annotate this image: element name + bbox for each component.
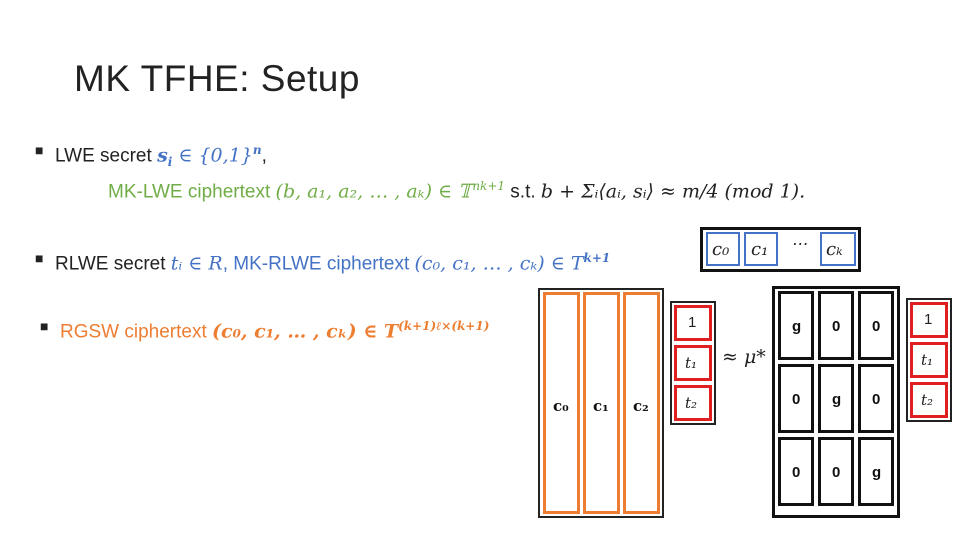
gadget-cell-0-2: 0 (858, 291, 894, 360)
mk-lwe-tuple: (b, a₁, a₂, … , aₖ) ∈ 𝕋 (275, 180, 473, 203)
gadget-cell-label: 0 (792, 464, 801, 481)
approx-mu-star: ≈ μ* (722, 346, 766, 368)
rlwe-c1-label: c₁ (751, 239, 769, 260)
mk-rlwe-label: , MK-RLWE ciphertext (222, 253, 415, 275)
t-right-1-label: 1 (924, 311, 933, 328)
rlwe-secret-math: tᵢ ∈ R (170, 252, 223, 275)
lwe-secret-sup: n (252, 143, 262, 157)
lwe-secret-set: ∈ {0,1} (172, 144, 253, 167)
gadget-cell-1-2: 0 (858, 364, 894, 433)
gadget-cell-label: 0 (832, 464, 841, 481)
rlwe-ck-label: cₖ (826, 239, 843, 260)
lwe-secret-label: LWE secret (55, 145, 158, 167)
rgsw-column-c2: c₂ (623, 292, 660, 514)
bullet-dot: ■ (40, 318, 49, 334)
rgsw-column-c0: c₀ (543, 292, 580, 514)
gadget-matrix-frame (772, 286, 900, 518)
t-left-t2-label: t₂ (685, 394, 698, 412)
t-vector-left-1: 1 (674, 305, 712, 341)
gadget-cell-label: g (832, 391, 842, 408)
gadget-cell-1-0: 0 (778, 364, 814, 433)
gadget-cell-label: 0 (872, 318, 881, 335)
rgsw-c2-label: c₂ (633, 397, 649, 415)
mk-lwe-label: MK-LWE ciphertext (108, 181, 276, 203)
gadget-cell-2-0: 0 (778, 437, 814, 506)
gadget-cell-label: 0 (792, 391, 801, 408)
bullet-dot: ■ (35, 250, 44, 266)
lwe-secret-sub: i (167, 155, 173, 170)
slide-title: MK TFHE: Setup (74, 58, 360, 99)
t-left-1-label: 1 (688, 314, 697, 331)
gadget-cell-label: 0 (832, 318, 841, 335)
rgsw-sup: (k+1)ℓ×(k+1) (398, 319, 490, 333)
gadget-cell-1-1: g (818, 364, 854, 433)
rlwe-c1-cell: c₁ (744, 232, 778, 266)
lwe-secret-symbol: s (157, 144, 168, 167)
rgsw-matrix-frame (538, 288, 664, 518)
t-vector-right-1: 1 (910, 302, 948, 338)
rlwe-dots: ⋯ (791, 234, 807, 253)
t-vector-left-frame (670, 301, 716, 425)
rgsw-tuple: (c₀, c₁, … , cₖ) ∈ T (212, 320, 399, 343)
mk-rlwe-tuple: (c₀, c₁, … , cₖ) ∈ T (414, 252, 584, 275)
rgsw-c1-label: c₁ (593, 397, 609, 415)
rlwe-c0-cell: c₀ (706, 232, 740, 266)
t-left-t1-label: t₁ (685, 354, 698, 372)
bullet-lwe-secret: ■ LWE secret si ∈ {0,1}n, (35, 138, 267, 174)
bullet-rgsw: ■ RGSW ciphertext (c₀, c₁, … , cₖ) ∈ T(k… (40, 314, 490, 344)
t-vector-left-t2: t₂ (674, 385, 712, 421)
bullet-rlwe-secret: ■ RLWE secret tᵢ ∈ R, MK-RLWE ciphertext… (35, 246, 611, 276)
bullet-dot: ■ (35, 142, 44, 158)
rlwe-ciphertext-box (700, 227, 861, 272)
t-right-t1-label: t₁ (921, 351, 934, 369)
gadget-cell-0-1: 0 (818, 291, 854, 360)
mk-lwe-condition: b + Σᵢ⟨aᵢ, sᵢ⟩ ≈ m/4 (mod 1). (540, 180, 806, 203)
gadget-cell-2-2: g (858, 437, 894, 506)
rgsw-label: RGSW ciphertext (60, 321, 213, 343)
rlwe-secret-label: RLWE secret (55, 253, 171, 275)
mk-lwe-sup: nk+1 (472, 179, 506, 193)
t-vector-right-frame (906, 298, 952, 422)
rgsw-column-c1: c₁ (583, 292, 620, 514)
gadget-cell-label: 0 (872, 391, 881, 408)
mk-lwe-ciphertext-line: MK-LWE ciphertext (b, a₁, a₂, … , aₖ) ∈ … (108, 174, 805, 204)
t-right-t2-label: t₂ (921, 391, 934, 409)
t-vector-right-t2: t₂ (910, 382, 948, 418)
gadget-cell-2-1: 0 (818, 437, 854, 506)
t-vector-right-t1: t₁ (910, 342, 948, 378)
mk-rlwe-sup: k+1 (583, 251, 611, 265)
t-vector-left-t1: t₁ (674, 345, 712, 381)
rgsw-c0-label: c₀ (553, 397, 569, 415)
gadget-cell-label: g (872, 464, 882, 481)
gadget-cell-0-0: g (778, 291, 814, 360)
lwe-secret-comma: , (261, 145, 267, 167)
rlwe-ck-cell: cₖ (820, 232, 856, 266)
mk-lwe-st: s.t. (505, 181, 541, 203)
rlwe-c0-label: c₀ (712, 239, 730, 260)
gadget-cell-label: g (792, 318, 802, 335)
